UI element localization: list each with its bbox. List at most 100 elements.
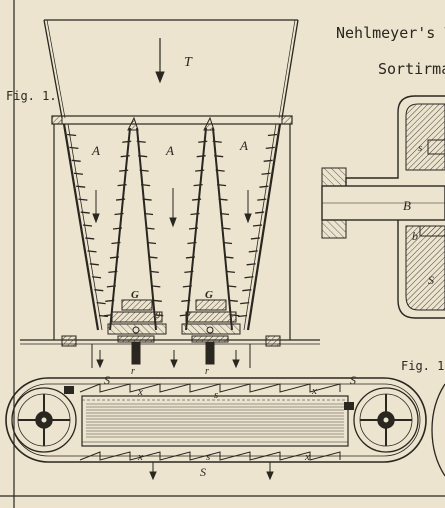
sieve-tooth xyxy=(240,301,250,305)
sieve-tooth xyxy=(152,299,162,302)
label-b: b xyxy=(412,229,418,243)
sieve-tooth xyxy=(87,250,97,253)
sieve-tooth xyxy=(265,146,275,150)
label-r-2: r xyxy=(205,366,209,377)
sieve-wall-right xyxy=(243,123,282,331)
sieve-tooth xyxy=(222,241,233,245)
gear-mechanism-right xyxy=(181,299,241,365)
sieve-tooth xyxy=(145,227,155,230)
sieve-tooth xyxy=(73,172,84,175)
sieve-tooth xyxy=(85,237,95,240)
sieve-tooth xyxy=(259,185,269,188)
sieve-tooth xyxy=(148,256,158,259)
sieve-tooth xyxy=(120,155,130,158)
sieve-tooth xyxy=(111,241,121,245)
fig-10-label: Fig. 10 xyxy=(401,359,445,373)
sieve-tooth xyxy=(143,212,154,216)
plate-title-line-2: Sortirma xyxy=(378,60,445,78)
sieve-tooth xyxy=(193,183,203,187)
label-G-1: G xyxy=(131,289,139,301)
sieve-tooth xyxy=(106,285,116,288)
belt-sawtooth xyxy=(79,383,341,461)
sieve-tooth xyxy=(82,224,93,227)
sieve-tooth xyxy=(246,263,256,266)
pulley-right xyxy=(353,387,419,453)
sieve-tooth xyxy=(224,256,234,259)
label-s-top: s xyxy=(214,389,218,401)
sieve-tooth xyxy=(89,263,99,266)
partition-right xyxy=(185,116,233,331)
flow-arrows-upper xyxy=(92,188,252,228)
shaft-housing-section xyxy=(321,95,445,319)
frame-cap-left xyxy=(51,115,63,125)
partition-left xyxy=(109,116,157,331)
sieve-tooth xyxy=(117,183,127,187)
label-o: o xyxy=(186,308,191,318)
label-s-bottom: s xyxy=(206,451,210,463)
sieve-tooth xyxy=(225,270,235,274)
flow-arrows-lower xyxy=(96,350,274,481)
sieve-tooth xyxy=(108,270,118,274)
sieve-tooth xyxy=(119,169,129,172)
sieve-tooth xyxy=(67,133,77,137)
sieve-tooth xyxy=(263,159,273,162)
label-r-1: r xyxy=(131,366,135,377)
sieve-teeth xyxy=(67,133,278,318)
sieve-tooth xyxy=(149,270,159,274)
plate-title-line-1: Nehlmeyer's T xyxy=(336,24,445,42)
container-walls xyxy=(53,124,291,340)
label-A-3: A xyxy=(239,138,248,153)
label-x-top-2: x xyxy=(311,385,317,397)
sieve-tooth xyxy=(105,299,115,302)
sieve-tooth xyxy=(98,314,108,318)
sieve-tooth xyxy=(96,301,106,305)
sieve-tooth xyxy=(78,198,88,201)
sieve-tooth xyxy=(221,227,231,230)
base-beam xyxy=(20,335,320,368)
label-S-bottom: S xyxy=(200,465,206,479)
sieve-tooth xyxy=(139,169,149,172)
sieve-tooth xyxy=(151,285,161,288)
scraper-left xyxy=(64,386,74,394)
sieve-tooth xyxy=(190,212,200,216)
sieve-tooth xyxy=(217,183,227,187)
sieve-tooth xyxy=(122,140,132,143)
sieve-tooth xyxy=(185,256,195,259)
sieve-tooth xyxy=(112,227,123,230)
pulley-left xyxy=(11,387,77,453)
sieve-tooth xyxy=(195,169,205,172)
sieve-tooth xyxy=(184,270,194,274)
sieve-tooth xyxy=(196,155,206,158)
sieve-tooth xyxy=(255,211,265,214)
sieve-tooth xyxy=(103,314,113,317)
label-x-top-1: x xyxy=(137,386,143,398)
upper-frame xyxy=(51,115,293,125)
sieve-tooth xyxy=(257,198,267,201)
sieve-tooth xyxy=(198,140,208,143)
fig-1-label: Fig. 1. xyxy=(6,89,57,103)
sieve-tooth xyxy=(242,289,252,292)
label-x-bottom-2: x xyxy=(304,451,310,463)
sieve-tooth xyxy=(69,146,79,150)
label-A-2: A xyxy=(165,143,174,158)
sieve-tooth xyxy=(248,250,258,253)
label-S-top-right: S xyxy=(350,373,356,387)
label-x-bottom-1: x xyxy=(137,451,143,463)
label-A-1: A xyxy=(91,143,100,158)
sieve-tooth xyxy=(218,198,228,201)
sieve-tooth xyxy=(94,289,104,292)
sieve-tooth xyxy=(252,224,263,227)
label-S-top-left: S xyxy=(104,373,110,387)
sieve-tooth xyxy=(141,183,151,187)
sieve-tooth xyxy=(109,256,119,259)
sieve-tooth xyxy=(80,211,90,214)
scraper-right xyxy=(344,402,354,410)
sieve-tooth xyxy=(219,212,230,216)
sieve-tooth xyxy=(188,227,199,230)
sieve-tooth xyxy=(228,299,238,302)
sieve-tooth xyxy=(182,285,192,288)
sieve-tooth xyxy=(187,241,197,245)
label-T: T xyxy=(184,55,193,70)
belt-shading xyxy=(86,403,344,438)
